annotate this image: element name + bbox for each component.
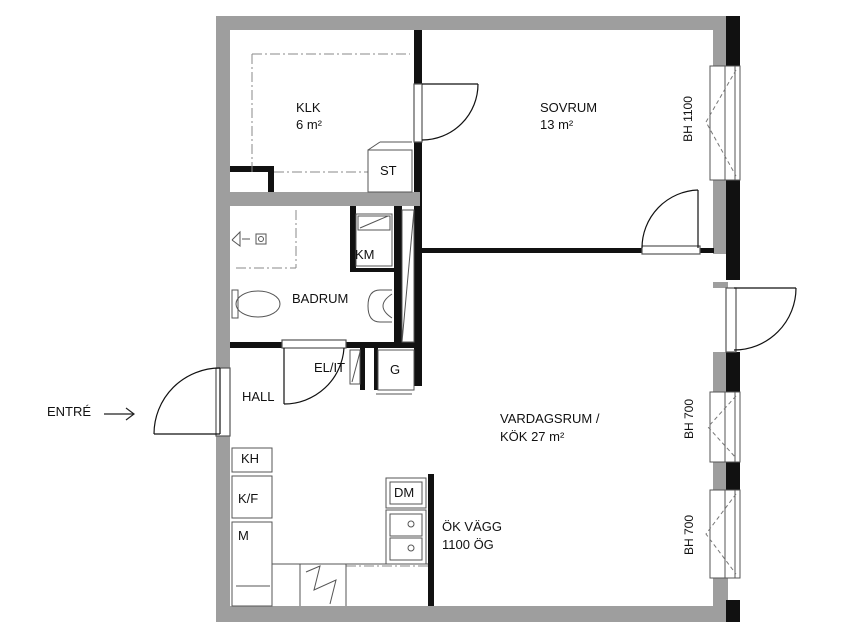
doors [153, 83, 797, 437]
toilet [231, 289, 281, 319]
facade-dark [726, 16, 740, 622]
windows [709, 65, 741, 579]
entrance-label: ENTRÉ [47, 404, 92, 419]
door-entrance [153, 367, 231, 437]
outer-wall-bottom [216, 606, 730, 622]
facade-dark-1 [726, 16, 740, 66]
st-storage [367, 141, 413, 193]
fixture-elit-label: EL/IT [314, 360, 346, 375]
room-sovrum-name: SOVRUM [540, 100, 598, 115]
door-badrum [281, 339, 347, 405]
sink [367, 289, 393, 323]
room-badrum-name: BADRUM [292, 291, 349, 306]
outer-wall-left-upper [216, 16, 230, 368]
wall-sovrum-living-right [700, 248, 714, 253]
shaft [401, 209, 415, 343]
room-hall-name: HALL [242, 389, 275, 404]
outer-wall-top [216, 16, 728, 30]
outer-wall-right-2 [713, 180, 728, 254]
room-vardagsrum-area: KÖK 27 m² [500, 429, 565, 444]
wall-klk-corner-v [268, 166, 274, 192]
wall-bath-right [394, 206, 402, 342]
door-klk [413, 83, 479, 143]
entrance-arrow [104, 407, 135, 421]
wall-bath-bottom-left [230, 342, 282, 348]
kitchen [271, 477, 428, 606]
door-balcony [725, 287, 797, 353]
room-klk-area: 6 m² [296, 117, 322, 132]
fixture-st-label: ST [380, 163, 397, 178]
dashed-lines [236, 53, 428, 567]
outer-wall-right-1 [713, 16, 728, 66]
facade-dark-4 [726, 462, 740, 490]
door-sovrum [641, 189, 701, 255]
wall-klk-sovrum-lower [414, 142, 422, 206]
g-box [376, 349, 415, 395]
facade-dark-2 [726, 180, 740, 280]
wall-kitchen-end [428, 474, 434, 606]
wall-note-line2: 1100 ÖG [442, 537, 494, 552]
window-bedroom-label: BH 1100 [681, 96, 695, 142]
wall-elit-left [360, 348, 365, 390]
outer-wall-right-3 [713, 282, 728, 288]
window-living-lower-label: BH 700 [682, 514, 696, 556]
outer-walls [216, 16, 730, 622]
wall-g-left [374, 348, 378, 390]
room-sovrum-area: 13 m² [540, 117, 574, 132]
wall-note-line1: ÖK VÄGG [442, 519, 502, 534]
wall-km-bottom [350, 268, 394, 272]
fixture-km-label: KM [355, 247, 375, 262]
wall-km-left [350, 206, 356, 272]
fixture-m-label: M [238, 528, 249, 543]
outer-wall-right-6 [713, 578, 728, 622]
fixture-dm-label: DM [394, 485, 415, 500]
fixture-kh-label: KH [241, 451, 260, 466]
outer-wall-left-lower [216, 436, 230, 622]
wall-sovrum-living [414, 248, 642, 253]
inner-walls [230, 30, 714, 606]
elit-cabinet [349, 349, 361, 385]
facade-dark-3 [726, 352, 740, 392]
wall-bath-bottom-right [346, 342, 422, 348]
outer-wall-right-5 [713, 462, 728, 490]
window-swings [705, 69, 737, 575]
hall-storage [231, 447, 273, 607]
room-vardagsrum-name: VARDAGSRUM / [500, 411, 600, 426]
wall-klk-bath [230, 192, 420, 206]
window-living-upper-label: BH 700 [682, 398, 696, 440]
room-klk-name: KLK [296, 100, 321, 115]
km-box [355, 213, 393, 267]
outer-wall-right-4 [713, 352, 728, 392]
facade-dark-5 [726, 600, 740, 622]
wall-klk-sovrum [414, 30, 422, 84]
wall-shaft [414, 206, 422, 386]
fixture-kf-label: K/F [238, 491, 259, 506]
fixture-g-label: G [390, 362, 401, 377]
shower [231, 230, 267, 247]
